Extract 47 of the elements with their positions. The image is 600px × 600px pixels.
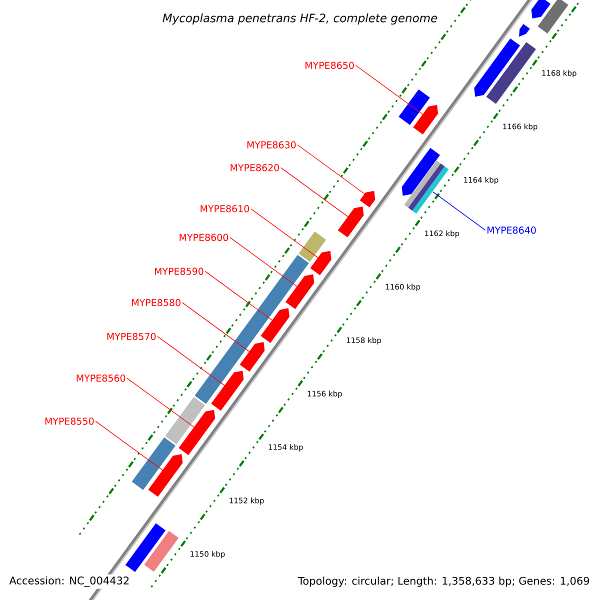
gene-feature	[132, 437, 176, 490]
gene-label: MYPE8600	[180, 234, 228, 241]
gene-feature	[338, 206, 364, 238]
gene-label: MYPE8570	[107, 332, 156, 340]
gene-feature	[240, 342, 265, 372]
gene-label: MYPE8650	[306, 62, 354, 69]
gene-feature	[148, 454, 183, 497]
gene-feature	[165, 396, 206, 444]
leader-line	[250, 208, 318, 258]
gene-feature	[211, 370, 244, 411]
leader-line	[297, 144, 365, 194]
gene-feature	[360, 190, 376, 208]
gene-feature	[402, 148, 440, 196]
gene-feature	[531, 0, 551, 19]
gene-label: MYPE8610	[200, 205, 250, 212]
gene-label: MYPE8630	[247, 141, 296, 148]
gene-label: MYPE8620	[230, 164, 280, 172]
gene-feature	[144, 530, 179, 572]
gene-label: MYPE8590	[154, 268, 204, 275]
leader-line	[157, 336, 225, 386]
gene-feature	[538, 0, 568, 34]
gene-feature	[125, 523, 166, 572]
gene-feature	[310, 250, 332, 276]
gene-feature	[298, 231, 326, 262]
gene-feature	[398, 89, 430, 125]
leader-line	[204, 270, 273, 321]
leader-line	[95, 420, 163, 471]
gene-label: MYPE8560	[76, 374, 126, 382]
leader-line	[126, 378, 194, 428]
gene-label: MYPE8580	[132, 298, 180, 306]
gene-feature	[285, 274, 314, 310]
gene-feature	[519, 24, 530, 37]
gene-feature	[260, 308, 290, 343]
leader-line	[182, 302, 250, 352]
accession-text: Accession: NC_004432	[7, 574, 132, 589]
leader-line	[280, 167, 348, 218]
gene-feature	[474, 38, 520, 97]
gene-feature	[413, 104, 438, 134]
title: Mycoplasma penetrans HF-2, complete genome	[161, 12, 439, 26]
gene-feature	[178, 410, 216, 456]
leader-line	[355, 65, 424, 115]
genome-info-text: Topology: circular; Length: 1,358,633 bp; Genes: 1,069	[296, 574, 592, 589]
leader-line	[432, 191, 486, 230]
gene-label: MYPE8640	[488, 226, 536, 234]
leader-line	[230, 237, 298, 287]
gene-feature	[486, 42, 536, 104]
gene-label: MYPE8550	[45, 418, 94, 425]
